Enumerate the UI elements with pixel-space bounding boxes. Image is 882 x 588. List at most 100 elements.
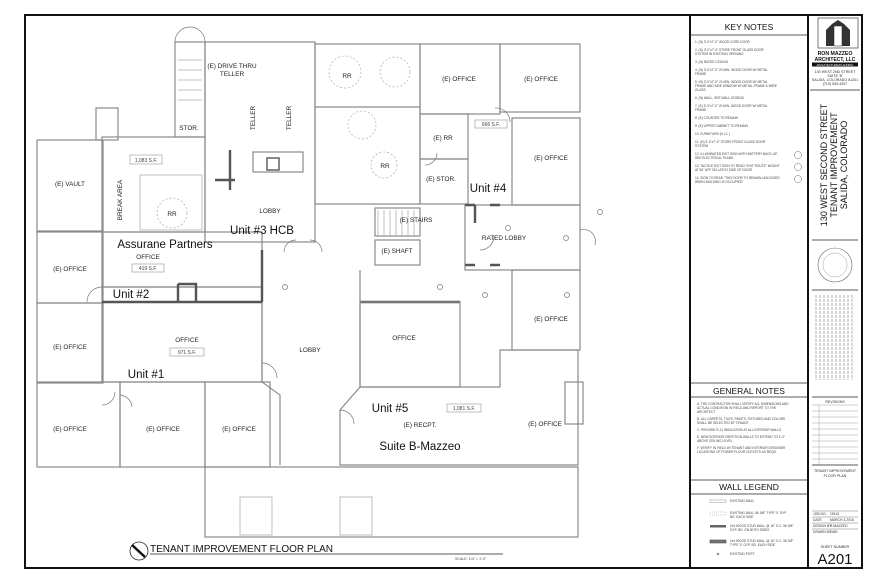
key-note-item: 3. (N) RATED CEILING [695, 60, 729, 64]
room-label: RR [342, 73, 352, 80]
room-label: BREAK AREA [117, 179, 124, 220]
note-line: ARCHITECT [697, 410, 715, 414]
exit-sign-symbol-icon [794, 151, 802, 159]
project-title-line: 130 WEST SECOND STREET [819, 103, 829, 226]
note-line: 7. (E) 3'-0"x7'-0" 20 MIN. WOOD DOOR W/ … [695, 104, 768, 108]
room-label: (E) OFFICE [534, 316, 568, 323]
general-notes-title: GENERAL NOTES [713, 386, 785, 396]
firm-name: RON MAZZEO [818, 51, 853, 57]
room-label: LOBBY [299, 347, 321, 354]
tenant-labels: Unit #3 HCB Assurane Partners Unit #2 Un… [113, 183, 507, 453]
job-table-label: DATE [813, 518, 823, 522]
address-line: SUITE 'B' [827, 74, 843, 78]
room-label: (E) OFFICE [528, 421, 562, 428]
post-symbol-icon [716, 552, 720, 556]
room-label: (E) RECPT. [403, 422, 436, 429]
note-line: 2x4 WOOD STUD WALL @ 16" O.C. W/ 5/8" [730, 539, 794, 543]
job-table-value: 15113 [830, 512, 839, 516]
address-line: (719) 539-4207 [823, 82, 848, 86]
room-label: OFFICE [392, 335, 415, 342]
project-title-line: SALIDA, COLORADO [839, 121, 849, 210]
room-label: TELLER [250, 106, 257, 131]
address-line: SALIDA, COLORADO 81201 [812, 78, 858, 82]
vault-room [36, 139, 104, 233]
note-line: 2x4 WOOD STUD WALL @ 16" O.C. W/ 5/8" [730, 524, 794, 528]
tenant-label-unit5: Unit #5 [372, 403, 408, 415]
room-label: STOR. [179, 125, 199, 132]
sheet-title: FLOOR PLAN [824, 474, 847, 478]
note-line: BD. EACH SIDE [730, 515, 753, 519]
area-label: 971 S.F. [178, 350, 196, 356]
sheet-title: TENANT IMPROVEMENT [814, 469, 857, 473]
room-label: (E) OFFICE [534, 155, 568, 162]
room-label: (E) RR [433, 135, 453, 142]
room-label: RR [167, 211, 177, 218]
job-table-label: JOB NO. [813, 512, 827, 516]
key-note-item: 2. (N) 3'-0"x7'-0" STORE FRONT GLASS DOO… [695, 48, 765, 56]
area-label: 666 S.F. [482, 122, 500, 128]
note-line: 5. (N) 3'-0"x7'-0" 20 MIN. WOOD DOOR W/ … [695, 80, 769, 84]
key-note-item: 8. (E) COUNTER TO REMAIN [695, 116, 739, 120]
key-note-item: 14. SIGN TO READ "THIS DOOR TO REMAIN UN… [695, 176, 781, 184]
room-label: (E) OFFICE [524, 76, 558, 83]
plan-title-block: TENANT IMPROVEMENT FLOOR PLAN SCALE: 1/4… [129, 541, 503, 561]
note-line: LOCATIONS OF POWER FLOOR OUTLETS AS REQD… [697, 450, 777, 454]
room-label: (E) OFFICE [53, 266, 87, 273]
room-label: (E) VAULT [55, 181, 85, 188]
architect-seal [817, 247, 853, 283]
key-note-item: 12. ILLUMINATED EXIT SIGN WITH BATTERY B… [695, 152, 778, 160]
note-line: 4. (N) 3'-0"x7'-0" 20 MIN. WOOD DOOR W/ … [695, 68, 769, 72]
key-note-item: 11. (N) 3'-0"x7'-0" STORE FRONT GLASS DO… [695, 140, 766, 148]
note-line: SHALL BE SELECTED BY TENANT [697, 421, 749, 425]
note-line: F. VERIFY IN FIELD W/ TENANT AND INTERIO… [697, 446, 786, 450]
note-line: ABOVE CEILING LEVEL [697, 439, 733, 443]
room-label: (E) SHAFT [381, 248, 412, 255]
wall-legend-item: EXISTING POST [730, 552, 754, 556]
note-line: EXISTING WALL W/ 5/8" TYPE 'X' GYP. [730, 511, 788, 515]
note-line: A. THE CONTRACTOR SHALL VERIFY ALL DIMEN… [697, 402, 789, 406]
tenant-label-unit4: Unit #4 [470, 183, 507, 195]
room-label: (E) OFFICE [146, 426, 180, 433]
wall-swatch-existing-gyp [709, 511, 727, 516]
key-note-item: 1. (N) 3'-0"x7'-0" WOOD CORE DOOR [695, 40, 751, 44]
room-label: LOBBY [259, 208, 281, 215]
note-line: SYSTEM IN EXISTING OPENING [695, 52, 744, 56]
project-title: 130 WEST SECOND STREET TENANT IMPROVEMEN… [819, 103, 849, 226]
wall-legend-item: EXISTING WALL W/ 5/8" TYPE 'X' GYP. BD. … [730, 511, 788, 519]
area-label: 419 S.F. [139, 266, 157, 272]
general-note-item: C. PROVIDE R-11 INSULATION AT ALL INTERI… [697, 428, 781, 432]
north-arrow-icon [129, 541, 149, 561]
tenant-label-suite-b: Suite B-Mazzeo [379, 441, 460, 453]
revisions-table [812, 404, 858, 465]
note-line: GLASS [695, 88, 706, 92]
sheet-number: A201 [817, 551, 852, 568]
note-line: AT 60" AFF ON LATCH SIDE OF DOOR [695, 168, 753, 172]
key-note-item: 10. FURNITURE (N.I.C.) [695, 132, 730, 136]
tenant-label-unit2: Unit #2 [113, 289, 149, 301]
note-line: FRAME [695, 108, 706, 112]
room-label: TELLER [286, 106, 293, 131]
note-line: SEE ELECTRICAL PLANS [695, 156, 733, 160]
room-label: OFFICE [175, 337, 198, 344]
note-line: ACTUAL CONDITION IN FIELD AND REPORT TO … [697, 406, 777, 410]
note-line: E. NEW INTERIOR PARTITION WALLS TO EXTEN… [697, 435, 786, 439]
note-line: TYPE 'X' GYP. BD. EACH SIDE [730, 543, 775, 547]
room-label: RATED LOBBY [482, 235, 527, 242]
note-line: 11. (N) 3'-0"x7'-0" STORE FRONT GLASS DO… [695, 140, 766, 144]
job-table-label: DRAWN BY [813, 530, 832, 534]
room-label: (E) STAIRS [400, 217, 433, 224]
key-note-item: 4. (N) 3'-0"x7'-0" 20 MIN. WOOD DOOR W/ … [695, 68, 769, 76]
wall-swatch-existing [709, 499, 727, 503]
firm-name-2: ARCHITECT, LLC [815, 57, 856, 63]
address-line: 130 WEST 2ND STREET [815, 70, 856, 74]
exit-sign-symbol-icon [794, 175, 802, 183]
area-label: 1,081 S.F. [453, 406, 476, 412]
firm-discipline: ARCHITECTURE/PLANNING [817, 63, 854, 67]
note-line: 12. ILLUMINATED EXIT SIGN WITH BATTERY B… [695, 152, 778, 156]
area-label: 1,083 S.F. [135, 158, 158, 164]
room-label: TELLER [220, 71, 245, 78]
note-line: GYP. BD. ON BOTH SIDES [730, 528, 769, 532]
tenant-label-unit1: Unit #1 [128, 369, 164, 381]
room-label: (E) STOR. [426, 176, 456, 183]
